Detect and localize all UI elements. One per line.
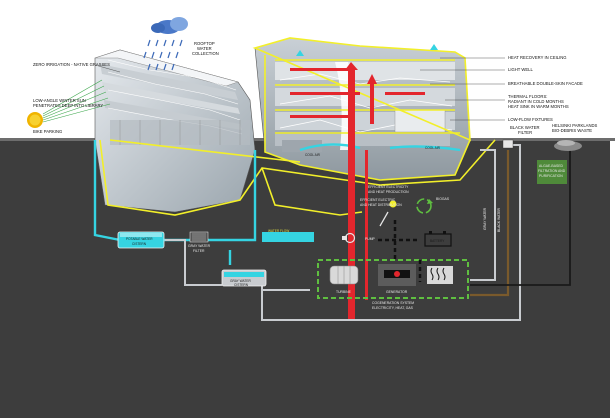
yellow-marker <box>389 200 397 208</box>
label-battery: BATTERY <box>430 239 445 243</box>
label-cool-air-2: COOL AIR <box>425 146 441 150</box>
label-gray-filter-1: GRAY WATER <box>188 244 211 248</box>
sun-rays <box>42 79 111 123</box>
building-left-wing <box>94 49 256 213</box>
label-cool-air-1: COOL AIR <box>305 153 321 157</box>
black-water-pipe <box>470 150 510 297</box>
label-rooftop-3: COLLECTION <box>192 51 219 56</box>
label-water-flow: WATER FLOW <box>268 229 289 233</box>
algae-filtration-box <box>537 160 567 184</box>
label-gray-filter-2: FILTER <box>193 249 205 253</box>
heat-risers <box>290 62 425 320</box>
label-rooftop-1: ROOFTOP <box>194 41 215 46</box>
gray-water-cistern <box>221 269 267 287</box>
label-low-flow: LOW-FLOW FIXTURES <box>508 117 553 122</box>
label-bike-parking: BIKE PARKING <box>33 129 62 134</box>
label-potable-2: CISTERN <box>132 242 147 246</box>
label-black-water-2: FILTER <box>518 130 532 135</box>
label-eff1-1: EFFICIENT ELECTRICITY <box>368 185 409 189</box>
rain-cloud-icon <box>143 17 188 71</box>
heater-icon <box>427 266 453 284</box>
label-zero-irrigation: ZERO IRRIGATION - NATIVE GRASSES <box>33 62 110 67</box>
label-thermal-1: THERMAL FLOORS: <box>508 94 547 99</box>
label-helsinki-2: BIO-DEBRIS WASTE <box>552 128 592 133</box>
potable-water-cistern <box>117 231 165 249</box>
cyan-cistern-top <box>262 232 314 242</box>
cool-air-flows <box>93 140 461 265</box>
label-sun-1: LOW-ANGLE WINTER SUN <box>33 98 86 103</box>
black-water-filter-box <box>502 139 514 149</box>
label-algae-3: PURIFICATION <box>539 174 563 178</box>
label-vertical-black-water: BLACK WATER <box>497 208 501 232</box>
waste-pile-icon <box>554 140 582 151</box>
label-turbine: TURBINE <box>336 290 352 294</box>
generator-icon <box>378 264 416 286</box>
label-algae-1: ALGAE-BASED <box>539 164 563 168</box>
thermal-floor-outline <box>99 37 496 216</box>
label-eff1-2: AND HEAT PRODUCTION <box>368 190 409 194</box>
label-generator: GENERATOR <box>386 290 408 294</box>
label-pump: PUMP <box>365 237 376 241</box>
label-potable-1: POTABLE WATER <box>126 237 153 241</box>
turbine-icon <box>329 265 359 285</box>
leader-lines <box>94 57 505 121</box>
label-gray-cistern-1: GRAY WATER <box>230 279 251 283</box>
gray-water-filter <box>189 231 209 243</box>
label-algae-2: FILTRATION AND <box>538 169 566 173</box>
label-rooftop-2: WATER <box>197 46 212 51</box>
label-light-well: LIGHT WELL <box>508 67 533 72</box>
pump-icon <box>342 232 356 244</box>
label-thermal-2: RADIANT IN COLD MONTHS <box>508 99 564 104</box>
cogeneration-box <box>317 259 469 299</box>
label-heat-recovery: HEAT RECOVERY IN CEILING <box>508 55 567 60</box>
sun-icon <box>27 112 43 128</box>
gray-water-pipes <box>165 144 521 321</box>
waste-pipe <box>470 150 571 286</box>
label-thermal-3: HEAT SINK IN WARM MONTHS <box>508 104 569 109</box>
label-black-water-1: BLACK WATER <box>510 125 540 130</box>
black-dashed-lines <box>378 220 422 282</box>
label-biogas: BIOGAS <box>436 197 450 201</box>
label-double-skin: BREATHABLE DOUBLE-SKIN FACADE <box>508 81 583 86</box>
vent-arrows <box>296 44 438 56</box>
label-sun-2: PENETRATES DEEP INTO LIBRARY <box>33 103 103 108</box>
label-eff2-1: EFFICIENT ELECTRIC <box>360 198 396 202</box>
label-gray-cistern-2: CISTERN <box>234 283 249 287</box>
label-vertical-gray-water: GRAY WATER <box>483 207 487 230</box>
recycle-icon <box>416 198 433 214</box>
ground-section <box>0 140 610 418</box>
switch-icon <box>379 211 389 227</box>
label-cogen-2: ELECTRICITY, HEAT, GAS <box>372 306 414 310</box>
battery-icon <box>424 231 452 247</box>
label-cogen-1: COGENERATION SYSTEM <box>372 301 414 305</box>
label-helsinki-1: HELSINKI PARKLANDS <box>552 123 598 128</box>
label-eff2-2: AND HEAT DISTRIBUTION <box>360 203 402 207</box>
